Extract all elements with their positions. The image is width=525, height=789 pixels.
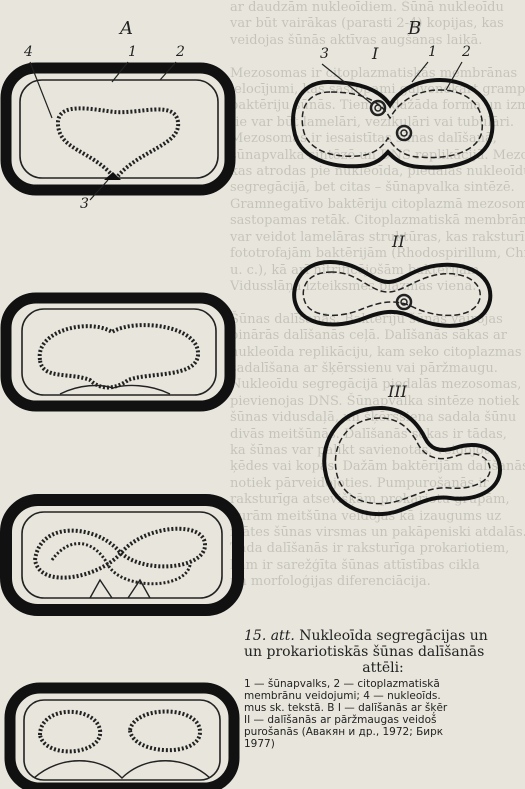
cell-a3 <box>6 500 238 610</box>
label-a-4: 4 <box>24 44 33 60</box>
legend-line-6: 1977) <box>244 738 522 750</box>
panel-label-b: B <box>408 18 421 39</box>
cell-b1 <box>293 80 492 168</box>
roman-i: I <box>372 44 378 63</box>
nucleoid-a4-right <box>130 711 200 750</box>
legend-line-4: II — dalīšanās ar pāržmaugas veidoš <box>244 714 522 726</box>
caption-title: 15. att. Nukleoīda segregācijas un <box>244 628 522 644</box>
nucleoid-a3 <box>35 529 205 578</box>
cell-a2 <box>6 298 230 406</box>
roman-ii: II <box>392 232 405 251</box>
legend-line-2: membrānu veidojumi; 4 — nukleoīds. <box>244 690 522 702</box>
mesosome-b1-bottom <box>397 126 411 140</box>
label-b-1: 1 <box>428 44 437 60</box>
label-b-2: 2 <box>462 44 471 60</box>
caption-title-line3: attēli: <box>244 660 522 676</box>
cell-b2 <box>294 262 490 326</box>
cell-b3 <box>324 408 500 514</box>
caption-legend: 1 — šūnapvalks, 2 — citoplazmatiskā memb… <box>244 678 522 750</box>
label-b-3: 3 <box>320 46 329 62</box>
caption-title-rest: Nukleoīda segregācijas un <box>295 628 488 644</box>
nucleoid-a2 <box>40 325 198 387</box>
legend-line-1: 1 — šūnapvalks, 2 — citoplazmatiskā <box>244 678 522 690</box>
label-a-1: 1 <box>128 44 137 60</box>
nucleoid-a1 <box>58 108 178 176</box>
panel-label-a: A <box>120 18 133 39</box>
cell-a4 <box>10 688 234 788</box>
label-a-2: 2 <box>176 44 185 60</box>
roman-iii: III <box>388 382 407 401</box>
caption-title-line2: un prokariotiskās šūnas dalīšanās <box>244 644 522 660</box>
label-a-3: 3 <box>80 196 89 212</box>
caption-fig-label: 15. att. <box>244 628 295 644</box>
legend-line-3: mus sk. tekstā. B I — dalīšanās ar šķēr <box>244 702 522 714</box>
figure-caption: 15. att. Nukleoīda segregācijas un un pr… <box>244 628 522 750</box>
legend-line-5: purošanās (Авакян и др., 1972; Бирк <box>244 726 522 738</box>
nucleoid-a4-left <box>40 712 100 752</box>
